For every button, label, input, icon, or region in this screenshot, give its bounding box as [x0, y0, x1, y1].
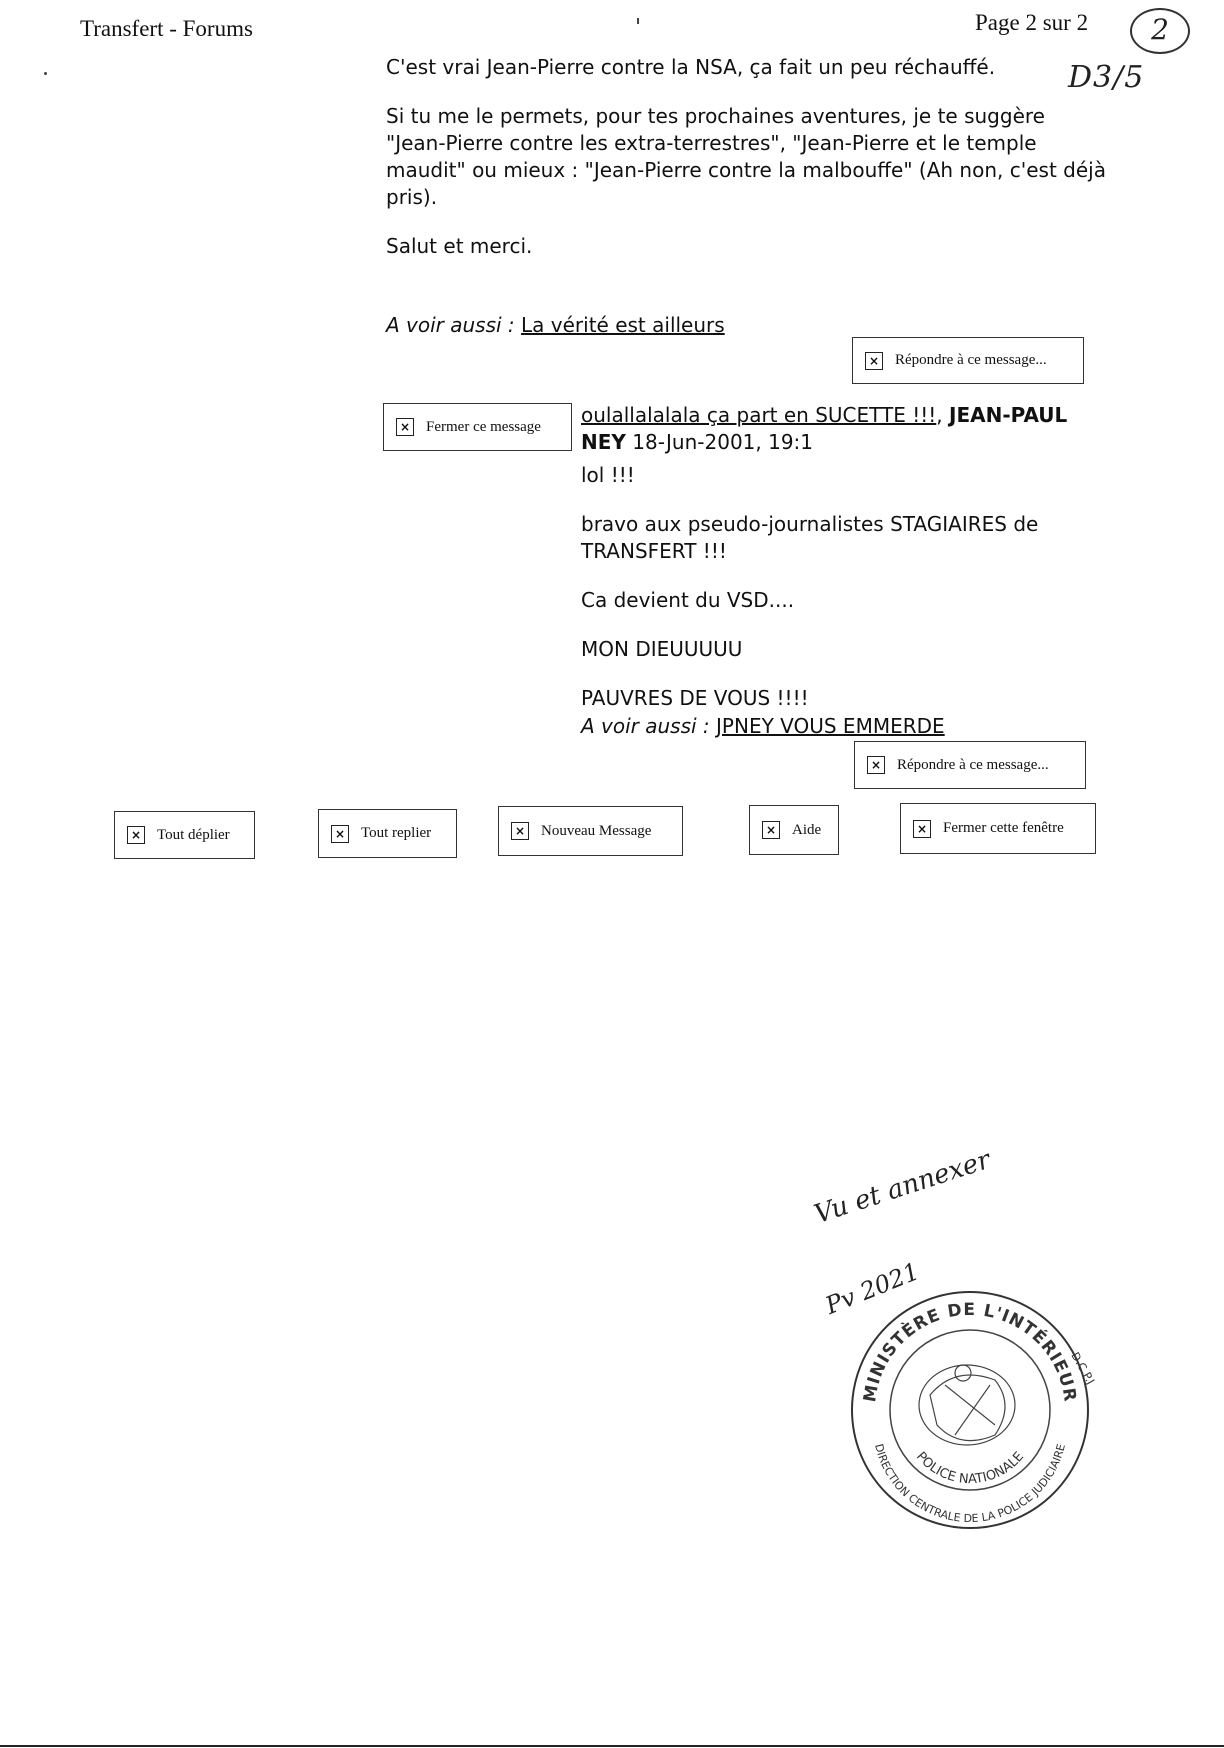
stamp-emblem — [918, 1364, 1016, 1446]
see-also-link[interactable]: La vérité est ailleurs — [521, 313, 725, 337]
message-line: bravo aux pseudo-journalistes STAGIAIRES… — [581, 512, 1039, 563]
scan-speck — [44, 72, 47, 75]
page-number: Page 2 sur 2 — [975, 10, 1089, 35]
message-body: lol !!! bravo aux pseudo-journalistes ST… — [581, 462, 1101, 712]
expand-all-button[interactable]: × Tout déplier — [114, 811, 255, 859]
message-date: 18-Jun-2001, 19:1 — [632, 430, 814, 454]
broken-image-icon: × — [396, 418, 414, 436]
handwritten-annotation: Vu et annexer — [810, 1144, 995, 1230]
broken-image-icon: × — [865, 351, 883, 370]
svg-text:POLICE NATIONALE: POLICE NATIONALE — [913, 1449, 1027, 1487]
handwritten-page-mark: 2 — [1130, 8, 1190, 54]
collapse-all-label: Tout replier — [361, 825, 432, 841]
reply-button[interactable]: × Répondre à ce message... — [852, 337, 1084, 384]
see-also-link[interactable]: JPNEY VOUS EMMERDE — [716, 714, 945, 738]
reply-button-label: Répondre à ce message... — [897, 756, 1049, 773]
new-message-button[interactable]: × Nouveau Message — [498, 806, 683, 856]
message-paragraph: C'est vrai Jean-Pierre contre la NSA, ça… — [386, 55, 996, 79]
message-line: Ca devient du VSD.... — [581, 588, 795, 612]
broken-image-icon: × — [762, 821, 780, 839]
header-separator: , — [936, 403, 949, 427]
message-line: lol !!! — [581, 463, 635, 487]
stamp-inner-text: POLICE NATIONALE — [913, 1449, 1027, 1487]
see-also-label: A voir aussi : — [581, 714, 710, 738]
expand-all-label: Tout déplier — [157, 826, 230, 843]
message-paragraph: Si tu me le permets, pour tes prochaines… — [386, 104, 1106, 209]
close-window-label: Fermer cette fenêtre — [943, 820, 1064, 836]
help-label: Aide — [792, 821, 822, 838]
new-message-label: Nouveau Message — [541, 822, 652, 839]
scan-speck — [637, 18, 639, 24]
collapse-all-button[interactable]: × Tout replier — [318, 809, 457, 858]
broken-image-icon: × — [913, 819, 931, 838]
message-author: JEAN-PAUL NEY — [581, 403, 1068, 454]
broken-image-icon: × — [867, 756, 885, 774]
reply-button[interactable]: × Répondre à ce message... — [854, 741, 1086, 789]
page-bottom-rule — [0, 1745, 1224, 1747]
message-line: PAUVRES DE VOUS !!!! — [581, 686, 809, 710]
message-header: oulallalalala ça part en SUCETTE !!!, JE… — [581, 402, 1081, 456]
broken-image-icon: × — [511, 822, 529, 840]
close-message-button[interactable]: × Fermer ce message — [383, 403, 572, 451]
see-also-label: A voir aussi : — [386, 313, 515, 337]
see-also: A voir aussi : La vérité est ailleurs — [386, 313, 725, 337]
see-also: A voir aussi : JPNEY VOUS EMMERDE — [581, 714, 945, 738]
broken-image-icon: × — [127, 826, 145, 844]
broken-image-icon: × — [331, 824, 349, 843]
help-button[interactable]: × Aide — [749, 805, 839, 855]
handwritten-document-reference: D3/5 — [1068, 60, 1145, 95]
close-window-button[interactable]: × Fermer cette fenêtre — [900, 803, 1096, 854]
reply-button-label: Répondre à ce message... — [895, 352, 1047, 368]
police-stamp: MINISTÈRE DE L'INTÉRIEUR POLICE NATIONAL… — [851, 1291, 1095, 1529]
message-subject-link[interactable]: oulallalalala ça part en SUCETTE !!! — [581, 403, 937, 427]
message-body: C'est vrai Jean-Pierre contre la NSA, ça… — [386, 54, 1106, 260]
message-line: MON DIEUUUUU — [581, 637, 743, 661]
document-title: Transfert - Forums — [80, 16, 253, 41]
close-message-label: Fermer ce message — [426, 418, 541, 435]
message-paragraph: Salut et merci. — [386, 234, 533, 258]
